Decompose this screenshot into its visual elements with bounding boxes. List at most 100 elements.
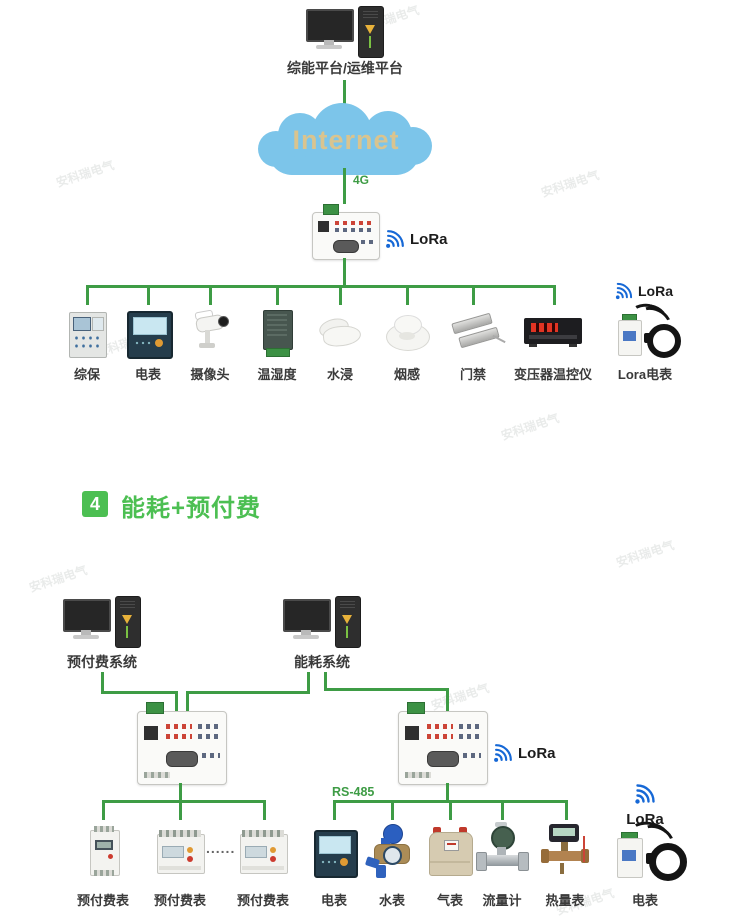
connector-line — [186, 691, 310, 694]
connector-line — [449, 800, 452, 820]
lora-meter-icon — [605, 817, 687, 884]
connector-line — [101, 691, 178, 694]
device-node-temp-humidity: 温湿度 — [242, 306, 312, 383]
gateway-icon — [312, 204, 380, 260]
gateway-lora-badge: LoRa — [384, 228, 448, 250]
device-node-protection-relay: 综保 — [52, 306, 122, 383]
gateway-icon — [137, 702, 227, 785]
watermark: 安科瑞电气 — [429, 681, 491, 713]
water-leak-sensor-icon — [305, 306, 375, 358]
transformer-temp-controller-icon — [503, 306, 603, 358]
device-node-lora-meter: 电表 — [605, 817, 687, 909]
system-label-prepaid: 预付费系统 — [67, 654, 137, 670]
connector-line — [333, 800, 336, 820]
system-label-energy: 能耗系统 — [294, 654, 350, 670]
bus-line — [102, 800, 266, 803]
device-node-flow-meter: 流量计 — [467, 822, 537, 909]
lora-signal-icon — [494, 744, 512, 762]
lora-signal-icon — [615, 282, 633, 300]
lora-meter-icon — [600, 300, 690, 358]
connector-line — [472, 285, 475, 305]
connector-line — [102, 800, 105, 820]
ellipsis: ...... — [206, 840, 236, 856]
device-label: Lora电表 — [617, 367, 673, 382]
energy-meter-icon — [113, 306, 183, 359]
connector-line — [186, 691, 189, 712]
camera-icon — [175, 306, 245, 358]
protection-relay-icon — [52, 306, 122, 358]
device-label: 流量计 — [482, 893, 522, 908]
device-node-camera: 摄像头 — [175, 306, 245, 383]
connector-line — [339, 285, 342, 305]
device-node-gas-meter: 气表 — [415, 822, 485, 909]
connector-line — [553, 285, 556, 305]
pc-icon — [63, 596, 141, 652]
connector-line — [391, 800, 394, 820]
smoke-detector-icon — [372, 306, 442, 358]
connector-line — [446, 688, 449, 712]
connector-line — [276, 285, 279, 305]
connector-line — [147, 285, 150, 305]
device-label: 气表 — [436, 893, 463, 908]
device-label: 热量表 — [545, 893, 585, 908]
device-node-heat-meter: 热量表 — [530, 822, 600, 909]
device-label: 摄像头 — [190, 367, 230, 382]
connector-line — [179, 783, 182, 802]
device-label: 温湿度 — [257, 367, 297, 382]
device-node-door: 门禁 — [438, 306, 508, 383]
connector-line — [324, 688, 449, 691]
connector-line — [209, 285, 212, 305]
watermark: 安科瑞电气 — [54, 158, 116, 190]
device-label: 电表 — [320, 893, 347, 908]
section-number-badge: 4 — [82, 491, 108, 517]
connector-line — [406, 285, 409, 305]
watermark: 安科瑞电气 — [27, 563, 89, 595]
connector-line — [565, 800, 568, 820]
temp-humidity-sensor-icon — [242, 306, 312, 358]
connector-line — [307, 672, 310, 694]
internet-cloud-icon: Internet — [258, 103, 432, 181]
device-label: 预付费表 — [153, 893, 206, 908]
platform-label: 综能平台/运维平台 — [287, 60, 403, 76]
flow-meter-icon — [467, 822, 537, 884]
gas-meter-icon — [415, 822, 485, 884]
device-label: 水浸 — [326, 367, 353, 382]
device-label: 水表 — [378, 893, 405, 908]
heat-meter-icon — [530, 822, 600, 884]
device-node-smoke: 烟感 — [372, 306, 442, 383]
connector-line — [175, 691, 178, 712]
connector-line — [101, 672, 104, 694]
connector-line — [263, 800, 266, 820]
lora-label: LoRa — [626, 811, 664, 828]
connector-line — [343, 258, 346, 285]
bus-line — [86, 285, 556, 288]
energy-meter-icon — [299, 822, 369, 884]
prepaid-meter-icon — [223, 822, 303, 884]
device-label: 电表 — [134, 367, 161, 382]
wireless-lora-badge: LoRa — [614, 281, 673, 301]
door-contact-icon — [438, 306, 508, 358]
internet-label: Internet — [292, 125, 400, 155]
device-label: 综保 — [73, 367, 100, 382]
prepaid-meter-icon — [63, 822, 143, 884]
device-node-transformer-controller: 变压器温控仪 — [503, 306, 603, 383]
lora-signal-icon — [635, 784, 655, 804]
device-label: 门禁 — [459, 367, 486, 382]
pc-icon — [306, 6, 384, 62]
connector-line — [343, 168, 346, 204]
device-label: 预付费表 — [236, 893, 289, 908]
watermark: 安科瑞电气 — [539, 168, 601, 200]
water-meter-icon — [357, 822, 427, 884]
lora-label: LoRa — [638, 283, 673, 299]
device-node-lora-meter: Lora电表 — [600, 300, 690, 383]
device-node-energy-meter: 电表 — [113, 306, 183, 383]
wireless-lora-badge: LoRa — [622, 782, 668, 828]
watermark: 安科瑞电气 — [499, 411, 561, 443]
device-node-energy-meter: 电表 — [299, 822, 369, 909]
connector-line — [343, 80, 346, 106]
lora-signal-icon — [386, 230, 404, 248]
watermark: 安科瑞电气 — [614, 538, 676, 570]
section-title: 能耗+预付费 — [121, 495, 262, 522]
device-label: 变压器温控仪 — [513, 367, 592, 382]
